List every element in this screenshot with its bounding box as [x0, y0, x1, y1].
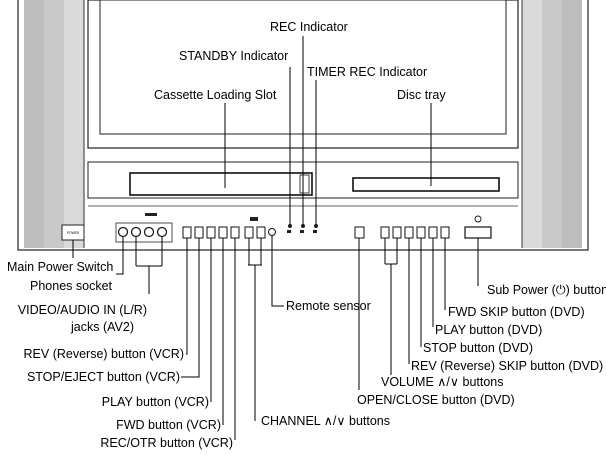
label-cassette-loading-slot: Cassette Loading Slot: [154, 88, 277, 102]
video-jack[interactable]: [130, 226, 142, 238]
label-volume-buttons: VOLUME ∧/∨ buttons: [381, 375, 504, 389]
label-play-dvd: PLAY button (DVD): [435, 323, 542, 337]
label-rev-skip-dvd: REV (Reverse) SKIP button (DVD): [411, 359, 603, 373]
callout-labels: REC Indicator STANDBY Indicator TIMER RE…: [7, 20, 606, 450]
power-symbol-icon: [474, 215, 482, 223]
audio-right-jack[interactable]: [156, 226, 168, 238]
dvd-buttons: [354, 215, 492, 239]
label-remote-sensor: Remote sensor: [286, 299, 371, 313]
volume-up-button[interactable]: [392, 226, 402, 239]
label-video-audio-in-line1: VIDEO/AUDIO IN (L/R): [18, 303, 147, 317]
rev-skip-dvd-button[interactable]: [404, 226, 414, 239]
rec-otr-vcr-button[interactable]: [230, 226, 240, 239]
fwd-skip-dvd-button[interactable]: [440, 226, 450, 239]
label-rec-indicator: REC Indicator: [270, 20, 348, 34]
label-fwd-skip-dvd: FWD SKIP button (DVD): [448, 305, 585, 319]
left-speaker-grille: [24, 0, 84, 248]
label-sub-power-button: Sub Power (⏻) button: [487, 283, 606, 297]
volume-down-button[interactable]: [380, 226, 390, 239]
label-standby-indicator: STANDBY Indicator: [179, 49, 288, 63]
av-jack-panel: [115, 213, 173, 243]
sub-power-button[interactable]: [464, 226, 492, 239]
label-rec-otr-vcr: REC/OTR button (VCR): [100, 436, 233, 450]
label-video-audio-in-line2: jacks (AV2): [70, 320, 134, 334]
phones-socket[interactable]: [117, 226, 129, 238]
power-switch-text: POWER: [67, 231, 80, 235]
play-dvd-button[interactable]: [428, 226, 438, 239]
stop-eject-vcr-button[interactable]: [194, 226, 204, 239]
channel-up-button[interactable]: [244, 226, 254, 239]
label-stop-dvd: STOP button (DVD): [423, 341, 533, 355]
label-timer-rec-indicator: TIMER REC Indicator: [307, 65, 427, 79]
fwd-vcr-button[interactable]: [218, 226, 228, 239]
disc-tray: [352, 177, 500, 192]
label-fwd-vcr: FWD button (VCR): [116, 418, 221, 432]
open-close-dvd-button[interactable]: [354, 226, 365, 239]
main-power-switch[interactable]: POWER: [61, 224, 85, 241]
leader-lines: [72, 36, 479, 440]
vcr-buttons: [182, 217, 276, 239]
label-channel-buttons: CHANNEL ∧/∨ buttons: [261, 414, 390, 428]
cassette-loading-slot: [129, 172, 313, 196]
label-rev-vcr: REV (Reverse) button (VCR): [24, 347, 184, 361]
label-main-power-switch: Main Power Switch: [7, 260, 113, 274]
label-play-vcr: PLAY button (VCR): [102, 395, 209, 409]
label-phones-socket: Phones socket: [30, 279, 113, 293]
remote-sensor: [268, 228, 276, 236]
label-open-close-dvd: OPEN/CLOSE button (DVD): [357, 393, 515, 407]
label-stop-eject-vcr: STOP/EJECT button (VCR): [27, 370, 180, 384]
rev-vcr-button[interactable]: [182, 226, 192, 239]
play-vcr-button[interactable]: [206, 226, 216, 239]
right-speaker-grille: [522, 0, 582, 248]
channel-down-button[interactable]: [256, 226, 266, 239]
stop-dvd-button[interactable]: [416, 226, 426, 239]
label-disc-tray: Disc tray: [397, 88, 446, 102]
audio-left-jack[interactable]: [143, 226, 155, 238]
